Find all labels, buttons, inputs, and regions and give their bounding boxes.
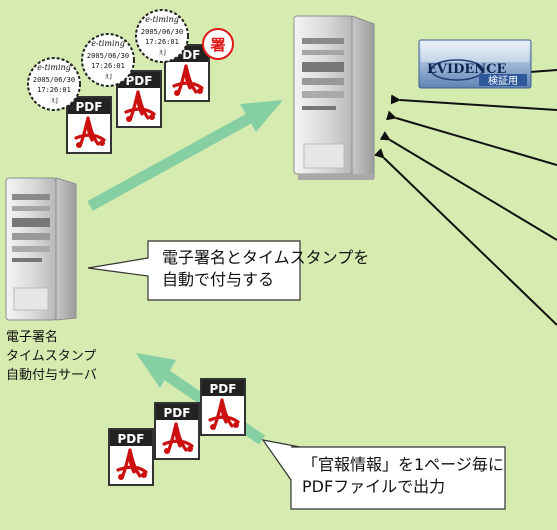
callout-top [87,240,301,301]
svg-text:ぇJ: ぇJ [104,73,112,80]
pdf-icon [106,426,156,488]
pdf-icon [152,400,202,462]
verification-arrows [374,69,557,326]
svg-text:17:26:01: 17:26:01 [37,86,71,94]
evidence-logo: EVIDENCE 検証用 [418,39,532,89]
svg-text:2005/06/30: 2005/06/30 [87,52,129,60]
callout-bottom-line2: PDFファイルで出力 [302,477,446,496]
svg-text:検証用: 検証用 [488,74,518,87]
callout-bottom [261,439,506,510]
svg-text:EVIDENCE: EVIDENCE [427,62,506,77]
timestamp-seal: e-timing 2005/06/30 17:26:01 ぇJ [27,57,81,111]
svg-text:ぇJ: ぇJ [50,97,58,104]
signing-server [5,177,77,321]
callout-top-line2: 自動で付与する [162,270,275,289]
flow-arrow-up [87,100,283,211]
svg-text:17:26:01: 17:26:01 [91,62,125,70]
pdf-icon [198,376,248,438]
svg-text:署: 署 [209,36,225,54]
signature-badge: 署 [202,28,234,60]
pdf-icon [64,94,114,156]
timestamp-seal: e-timing 2005/06/30 17:26:01 ぇJ [81,33,135,87]
output-pdf-stack [106,376,248,488]
server-label: 電子署名 タイムスタンプ 自動付与サーバ [6,328,97,385]
top-server [293,15,375,180]
svg-text:2005/06/30: 2005/06/30 [33,76,75,84]
server-label-line3: 自動付与サーバ [6,368,97,383]
svg-text:e-timing: e-timing [91,39,125,48]
callout-bottom-text: 「官報情報」を1ページ毎に PDFファイルで出力 [302,454,504,498]
server-label-line2: タイムスタンプ [6,349,97,364]
server-label-line1: 電子署名 [6,330,59,345]
svg-text:e-timing: e-timing [145,15,179,24]
svg-text:2005/06/30: 2005/06/30 [141,28,183,36]
callout-top-line1: 電子署名とタイムスタンプを [162,248,370,267]
callout-bottom-line1: 「官報情報」を1ページ毎に [302,455,504,474]
svg-text:ぇJ: ぇJ [158,49,166,56]
callout-top-text: 電子署名とタイムスタンプを 自動で付与する [162,247,369,291]
svg-text:e-timing: e-timing [37,63,71,72]
svg-text:17:26:01: 17:26:01 [145,38,179,46]
timestamp-seal: e-timing 2005/06/30 17:26:01 ぇJ [135,9,189,63]
